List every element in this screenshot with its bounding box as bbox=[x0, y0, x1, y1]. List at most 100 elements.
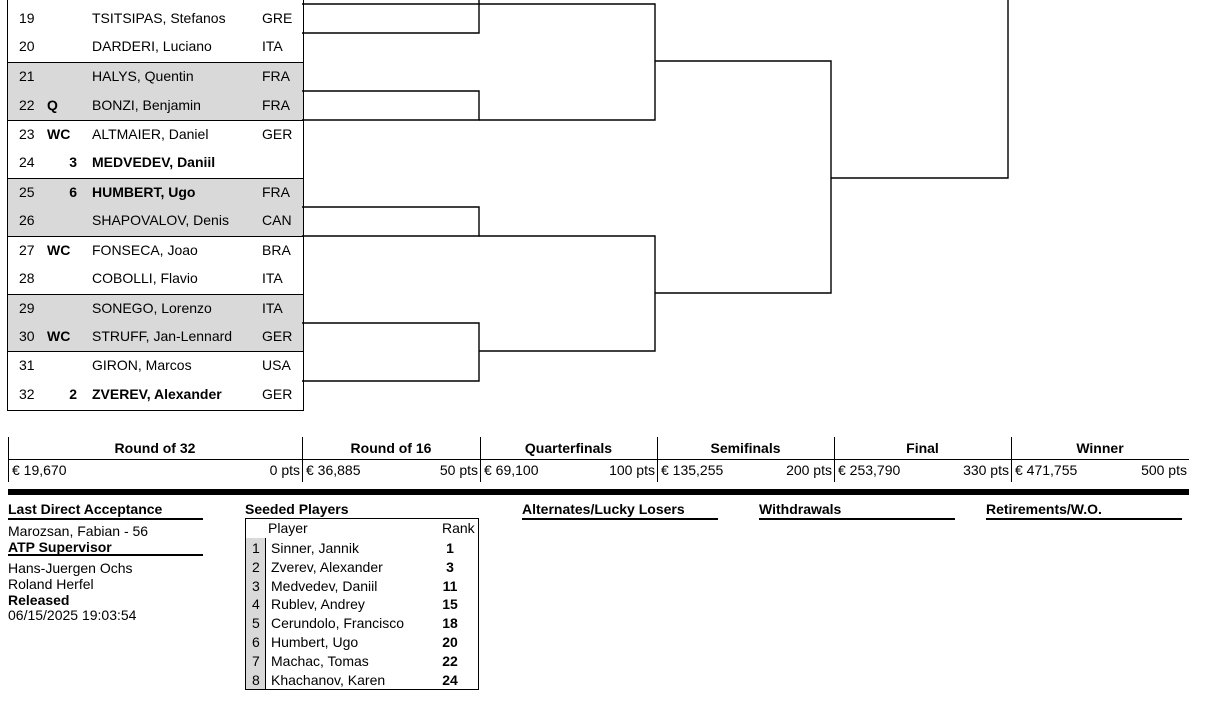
heading-underline bbox=[8, 554, 203, 556]
draw-pair bbox=[8, 120, 303, 178]
draw-position: 25 bbox=[19, 184, 35, 200]
released-heading: Released bbox=[8, 592, 70, 608]
player-name: ZVEREV, Alexander bbox=[92, 386, 222, 402]
draw-position: 19 bbox=[19, 10, 35, 26]
supervisor-name: Hans-Juergen Ochs bbox=[8, 560, 133, 576]
draw-pair bbox=[8, 178, 303, 236]
seeded-player-name: Medvedev, Daniil bbox=[271, 577, 378, 594]
heading-underline bbox=[522, 518, 718, 520]
round-header: Winner bbox=[1076, 440, 1124, 456]
player-name: GIRON, Marcos bbox=[92, 357, 192, 373]
draw-pair bbox=[8, 62, 303, 120]
country-code: BRA bbox=[262, 242, 291, 258]
seed-number: 7 bbox=[252, 652, 260, 669]
player-rank: 24 bbox=[442, 671, 458, 688]
seeded-player-name: Sinner, Jannik bbox=[271, 540, 359, 556]
seed-number: 6 bbox=[69, 184, 77, 200]
ranking-points: 100 pts bbox=[609, 462, 655, 478]
prize-money: € 36,885 bbox=[306, 462, 361, 478]
round-header: Quarterfinals bbox=[524, 440, 613, 456]
column-divider bbox=[8, 437, 9, 482]
prize-money: € 253,790 bbox=[838, 462, 901, 478]
heading-underline bbox=[8, 518, 203, 520]
column-divider bbox=[657, 437, 658, 482]
supervisor-name: Roland Herfel bbox=[8, 576, 94, 592]
seed-number: 4 bbox=[252, 596, 260, 613]
seed-number: 5 bbox=[252, 615, 260, 632]
withdrawals-heading: Withdrawals bbox=[759, 501, 842, 517]
seeded-player-name: Humbert, Ugo bbox=[271, 634, 359, 650]
draw-position: 27 bbox=[19, 242, 35, 258]
seeded-player-name: Zverev, Alexander bbox=[271, 558, 383, 575]
player-rank: 11 bbox=[442, 577, 458, 594]
draw-position: 26 bbox=[19, 212, 35, 228]
player-name: COBOLLI, Flavio bbox=[92, 270, 198, 286]
player-rank: 18 bbox=[442, 615, 458, 632]
heading-underline bbox=[986, 518, 1182, 520]
ranking-points: 200 pts bbox=[786, 462, 832, 478]
draw-position: 28 bbox=[19, 270, 35, 286]
country-code: USA bbox=[262, 357, 291, 373]
player-name: FONSECA, Joao bbox=[92, 242, 198, 258]
country-code: CAN bbox=[262, 212, 292, 228]
country-code: GER bbox=[262, 386, 293, 402]
draw-row: 26 SHAPOVALOV, Denis CAN bbox=[8, 209, 303, 231]
atp-supervisor-heading: ATP Supervisor bbox=[8, 539, 112, 555]
country-code: FRA bbox=[262, 68, 290, 84]
draw-pair bbox=[8, 294, 303, 351]
round-header: Round of 32 bbox=[114, 440, 196, 456]
draw-position: 20 bbox=[19, 38, 35, 54]
seed-number: 2 bbox=[252, 558, 260, 575]
bracket-connector bbox=[302, 90, 480, 121]
seed-number: 8 bbox=[252, 671, 260, 688]
alternates-heading: Alternates/Lucky Losers bbox=[522, 501, 685, 517]
bracket-connector bbox=[479, 235, 656, 352]
seeded-players-heading: Seeded Players bbox=[245, 501, 349, 517]
bracket-connector bbox=[302, 3, 480, 34]
country-code: GRE bbox=[262, 10, 293, 26]
rank-column-header: Rank bbox=[442, 520, 475, 536]
player-rank: 1 bbox=[446, 540, 454, 556]
ranking-points: 500 pts bbox=[1141, 462, 1187, 478]
ranking-points: 330 pts bbox=[963, 462, 1009, 478]
player-rank: 22 bbox=[442, 652, 458, 669]
country-code: ITA bbox=[262, 300, 283, 316]
column-divider bbox=[480, 437, 481, 482]
seeded-player-name: Cerundolo, Francisco bbox=[271, 615, 405, 632]
player-name: HALYS, Quentin bbox=[92, 68, 194, 84]
last-direct-acceptance-heading: Last Direct Acceptance bbox=[8, 501, 163, 517]
country-code: GER bbox=[262, 126, 293, 142]
player-rank: 15 bbox=[442, 596, 458, 613]
draw-position: 32 bbox=[19, 386, 35, 402]
player-name: ALTMAIER, Daniel bbox=[92, 126, 209, 142]
country-code: ITA bbox=[262, 270, 283, 286]
last-direct-acceptance-value: Marozsan, Fabian - 56 bbox=[8, 523, 149, 539]
seed-number: 6 bbox=[252, 634, 260, 650]
seeded-player-name: Rublev, Andrey bbox=[271, 596, 365, 613]
bracket-connector bbox=[302, 206, 480, 237]
seed-number: 3 bbox=[252, 577, 260, 594]
column-divider bbox=[1011, 437, 1012, 482]
draw-position: 24 bbox=[19, 154, 35, 170]
player-name: SONEGO, Lorenzo bbox=[92, 300, 212, 316]
prize-money: € 19,670 bbox=[12, 462, 67, 478]
entry-status: Q bbox=[47, 97, 58, 113]
draw-position: 21 bbox=[19, 68, 35, 84]
round-header: Semifinals bbox=[710, 440, 781, 456]
player-name: SHAPOVALOV, Denis bbox=[92, 212, 229, 228]
seed-number: 3 bbox=[69, 154, 77, 170]
draw-row: 21 HALYS, Quentin FRA bbox=[8, 65, 303, 87]
ranking-points: 0 pts bbox=[269, 462, 300, 478]
column-divider bbox=[302, 437, 303, 482]
